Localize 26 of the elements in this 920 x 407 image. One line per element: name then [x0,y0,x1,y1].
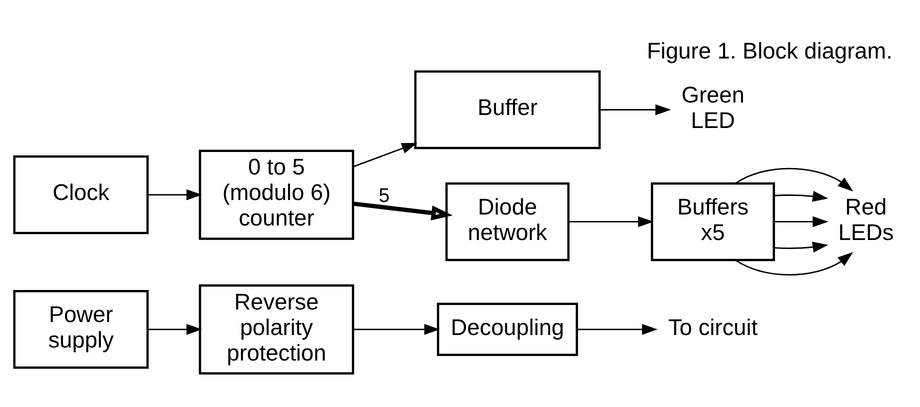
node-box: Power supply [13,290,149,368]
arrow [353,201,453,220]
node-box: Reverse polarity protection [198,284,354,374]
node-text: Red LEDs [838,192,894,244]
node-box: Clock [13,154,149,234]
arrow [148,323,202,334]
arrow [736,251,854,276]
node-box: Decoupling [436,302,578,356]
node-box: Buffer [414,70,601,149]
node-box: 0 to 5 (modulo 6) counter [198,149,354,240]
node-text: To circuit [668,313,758,340]
arrow [353,323,440,334]
arrow [568,216,654,227]
node-text: Green LED [681,80,744,132]
node-box: Diode network [445,182,570,261]
arrow [736,167,854,191]
arrow [774,190,828,202]
node-box: Buffers x5 [650,182,775,261]
diagram-title: Figure 1. Block diagram. [646,36,892,63]
arrow [774,216,828,227]
edge-label: 5 [378,184,390,207]
arrow [576,323,658,334]
arrow [353,142,418,167]
arrow [774,241,828,252]
arrow [148,188,202,200]
arrow [600,104,671,115]
